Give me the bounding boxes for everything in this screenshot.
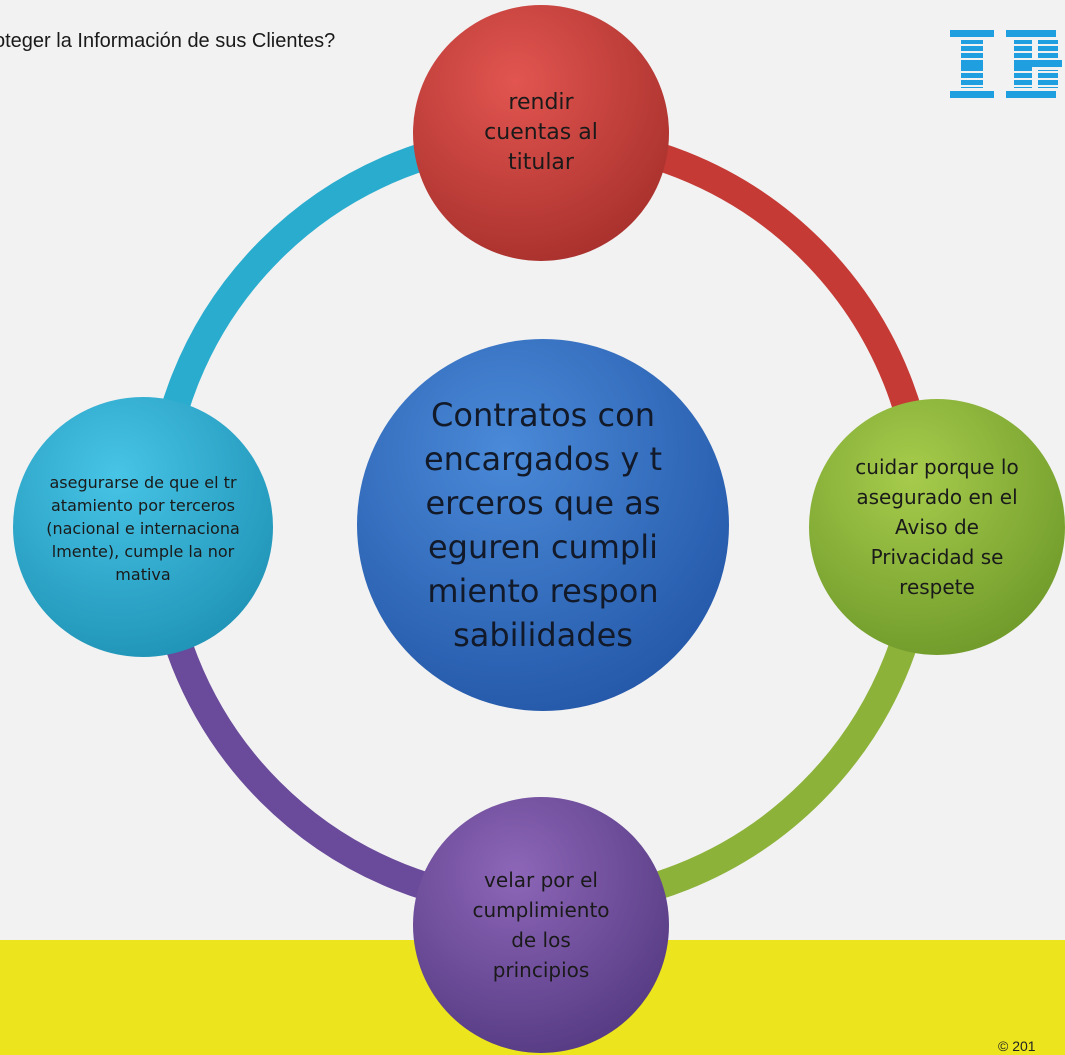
- copyright-text: © 201: [998, 1038, 1036, 1054]
- node-right-label: cuidar porque lo asegurado en el Aviso d…: [855, 455, 1019, 599]
- node-right-circle: [809, 399, 1065, 655]
- ibm-logo: [948, 30, 1065, 98]
- slide-title: oteger la Información de sus Clientes?: [0, 30, 336, 52]
- node-bottom-label: velar por el cumplimiento de los princip…: [472, 868, 610, 982]
- node-top-label: rendir cuentas al titular: [484, 90, 598, 175]
- node-left-label: asegurarse de que el tratamiento por ter…: [46, 472, 240, 584]
- node-top-circle: [413, 5, 669, 261]
- node-bottom-circle: [413, 797, 669, 1053]
- center-circle: [357, 339, 729, 711]
- node-left-circle: [13, 397, 273, 657]
- center-label: Contratos con encargados y terceros que …: [423, 396, 663, 654]
